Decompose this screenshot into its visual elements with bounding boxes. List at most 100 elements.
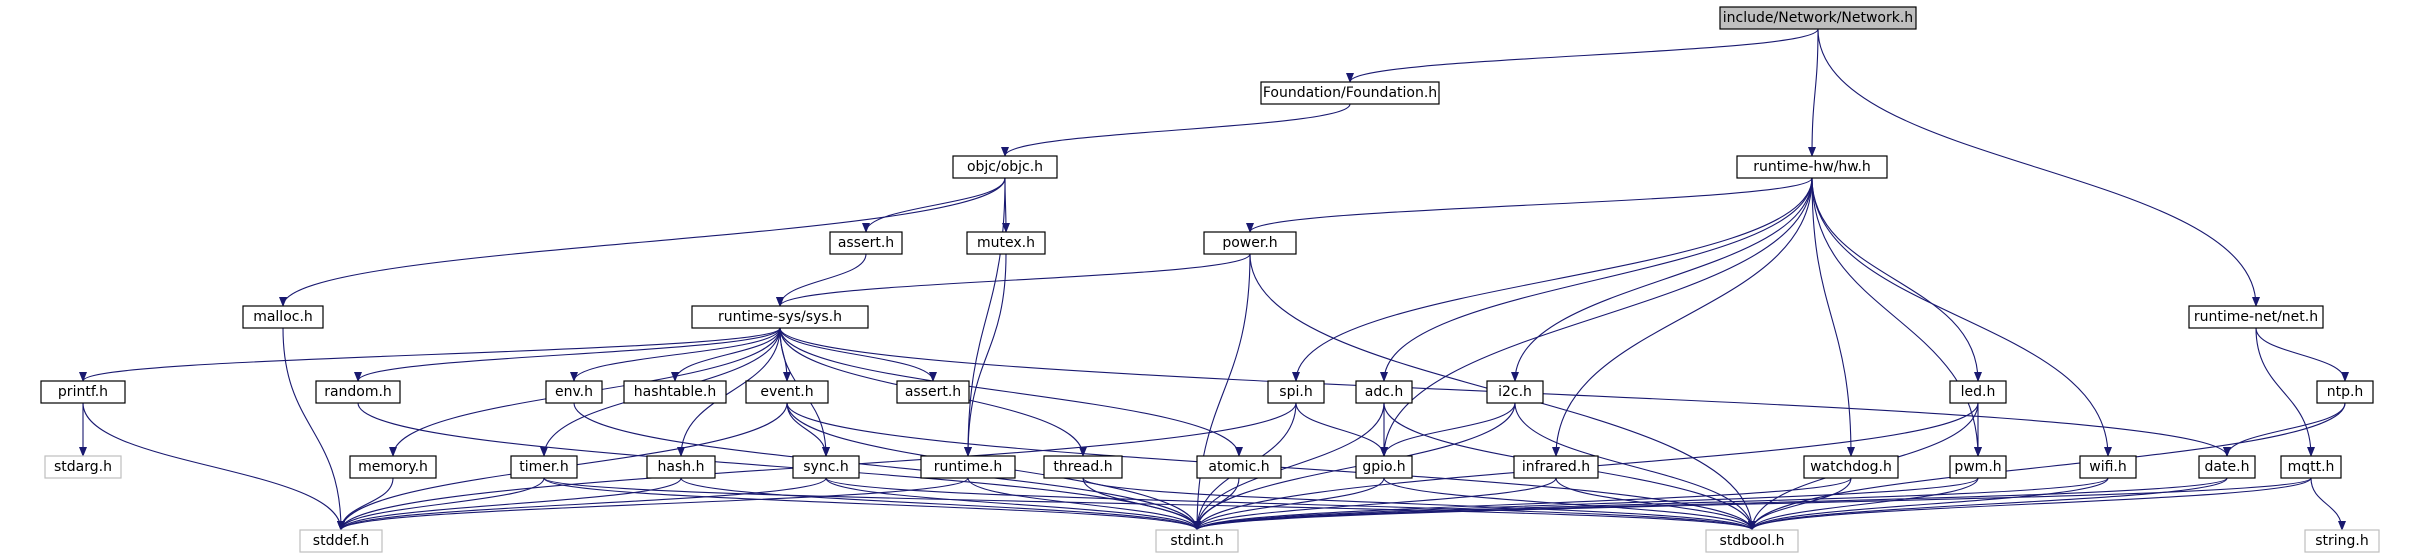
edge-hash-to-stdint — [680, 477, 1201, 531]
edge-mutex-to-runtime — [964, 253, 1007, 457]
node-hashtable[interactable]: hashtable.h — [623, 380, 727, 404]
node-string: string.h — [2304, 529, 2380, 553]
node-mutex[interactable]: mutex.h — [966, 231, 1046, 255]
node-box-hashtable — [623, 380, 727, 404]
node-assert2[interactable]: assert.h — [896, 380, 970, 404]
edge-gpio-to-stdint — [1193, 477, 1385, 531]
node-stdbool: stdbool.h — [1705, 529, 1799, 553]
node-label-stdbool: stdbool.h — [1720, 533, 1785, 549]
edge-hw-to-adc — [1380, 177, 1813, 382]
node-atomic[interactable]: atomic.h — [1196, 455, 1282, 479]
node-memory[interactable]: memory.h — [349, 455, 437, 479]
edge-i2c-to-gpio — [1380, 402, 1516, 457]
node-net[interactable]: runtime-net/net.h — [2188, 305, 2324, 329]
node-objc[interactable]: objc/objc.h — [952, 155, 1058, 179]
node-label-mutex: mutex.h — [977, 235, 1035, 251]
node-box-event — [745, 380, 829, 404]
node-thread[interactable]: thread.h — [1043, 455, 1123, 479]
node-label-date: date.h — [2205, 459, 2250, 475]
node-box-env — [545, 380, 603, 404]
edge-watchdog-to-stdint — [1193, 477, 1852, 531]
node-timer[interactable]: timer.h — [510, 455, 578, 479]
node-sync[interactable]: sync.h — [792, 455, 860, 479]
node-stddef: stddef.h — [299, 529, 383, 553]
node-label-objc: objc/objc.h — [967, 159, 1043, 175]
edge-net-to-mqtt — [2255, 327, 2315, 457]
node-pwm[interactable]: pwm.h — [1949, 455, 2007, 479]
edge-objc-to-assert1 — [862, 177, 1006, 233]
edge-thread-to-stdbool — [1082, 477, 1756, 531]
edge-ntp-to-date — [2223, 402, 2346, 457]
edge-mqtt-to-stdint — [1193, 477, 2312, 531]
node-box-string — [2304, 529, 2380, 553]
node-malloc[interactable]: malloc.h — [242, 305, 324, 329]
node-spi[interactable]: spi.h — [1267, 380, 1325, 404]
node-box-gpio — [1355, 455, 1413, 479]
node-sys[interactable]: runtime-sys/sys.h — [691, 305, 869, 329]
node-label-assert2: assert.h — [905, 384, 961, 400]
edge-sync-to-stddef — [337, 477, 827, 531]
node-label-hw: runtime-hw/hw.h — [1753, 159, 1871, 175]
edge-sys-to-hash — [677, 327, 781, 457]
node-box-watchdog — [1803, 455, 1899, 479]
node-date[interactable]: date.h — [2198, 455, 2256, 479]
node-ntp[interactable]: ntp.h — [2316, 380, 2374, 404]
edge-timer-to-stddef — [337, 477, 545, 531]
edge-adc-to-stdint — [1193, 402, 1385, 531]
node-printf[interactable]: printf.h — [40, 380, 126, 404]
edge-sync-to-stdint — [825, 477, 1201, 531]
edge-runtime-to-stdint — [967, 477, 1201, 531]
node-label-stdarg: stdarg.h — [54, 459, 112, 475]
node-label-assert1: assert.h — [838, 235, 894, 251]
node-runtime[interactable]: runtime.h — [920, 455, 1016, 479]
node-wifi[interactable]: wifi.h — [2079, 455, 2137, 479]
edge-hw-to-power — [1246, 177, 1813, 233]
node-adc[interactable]: adc.h — [1355, 380, 1413, 404]
node-box-wifi — [2079, 455, 2137, 479]
edge-hw-to-gpio — [1380, 177, 1813, 457]
node-label-event: event.h — [760, 384, 813, 400]
node-hash[interactable]: hash.h — [646, 455, 716, 479]
edge-runtime-to-stddef — [337, 477, 969, 531]
node-assert1[interactable]: assert.h — [829, 231, 903, 255]
node-box-sys — [691, 305, 869, 329]
node-env[interactable]: env.h — [545, 380, 603, 404]
node-box-assert2 — [896, 380, 970, 404]
edge-mqtt-to-stdbool — [1748, 477, 2312, 531]
node-label-runtime: runtime.h — [934, 459, 1002, 475]
node-label-sys: runtime-sys/sys.h — [718, 309, 842, 325]
edge-hw-to-i2c — [1511, 177, 1813, 382]
node-led[interactable]: led.h — [1949, 380, 2007, 404]
node-mqtt[interactable]: mqtt.h — [2280, 455, 2342, 479]
node-label-wifi: wifi.h — [2089, 459, 2126, 475]
node-network[interactable]: include/Network/Network.h — [1719, 6, 1917, 30]
edge-gpio-to-stdbool — [1383, 477, 1756, 531]
node-box-hash — [646, 455, 716, 479]
node-event[interactable]: event.h — [745, 380, 829, 404]
node-label-malloc: malloc.h — [253, 309, 313, 325]
node-watchdog[interactable]: watchdog.h — [1803, 455, 1899, 479]
node-random[interactable]: random.h — [315, 380, 401, 404]
node-power[interactable]: power.h — [1203, 231, 1297, 255]
node-gpio[interactable]: gpio.h — [1355, 455, 1413, 479]
node-box-date — [2198, 455, 2256, 479]
edge-wifi-to-stdbool — [1748, 477, 2109, 531]
node-box-stdbool — [1705, 529, 1799, 553]
node-label-watchdog: watchdog.h — [1810, 459, 1892, 475]
node-box-objc — [952, 155, 1058, 179]
edge-hw-to-infrared — [1552, 177, 1813, 457]
node-stdint: stdint.h — [1155, 529, 1239, 553]
node-label-led: led.h — [1961, 384, 1996, 400]
edge-event-to-sync — [786, 402, 830, 457]
edge-malloc-to-stddef — [282, 327, 345, 531]
node-foundation[interactable]: Foundation/Foundation.h — [1260, 81, 1440, 105]
edge-timer-to-stdbool — [543, 477, 1756, 531]
edge-hash-to-stddef — [337, 477, 682, 531]
edge-objc-to-runtime — [964, 177, 1006, 457]
node-box-net — [2188, 305, 2324, 329]
edge-sys-to-random — [354, 327, 781, 382]
node-infrared[interactable]: infrared.h — [1513, 455, 1599, 479]
node-i2c[interactable]: i2c.h — [1486, 380, 1544, 404]
edge-wifi-to-stdint — [1193, 477, 2109, 531]
node-hw[interactable]: runtime-hw/hw.h — [1736, 155, 1888, 179]
